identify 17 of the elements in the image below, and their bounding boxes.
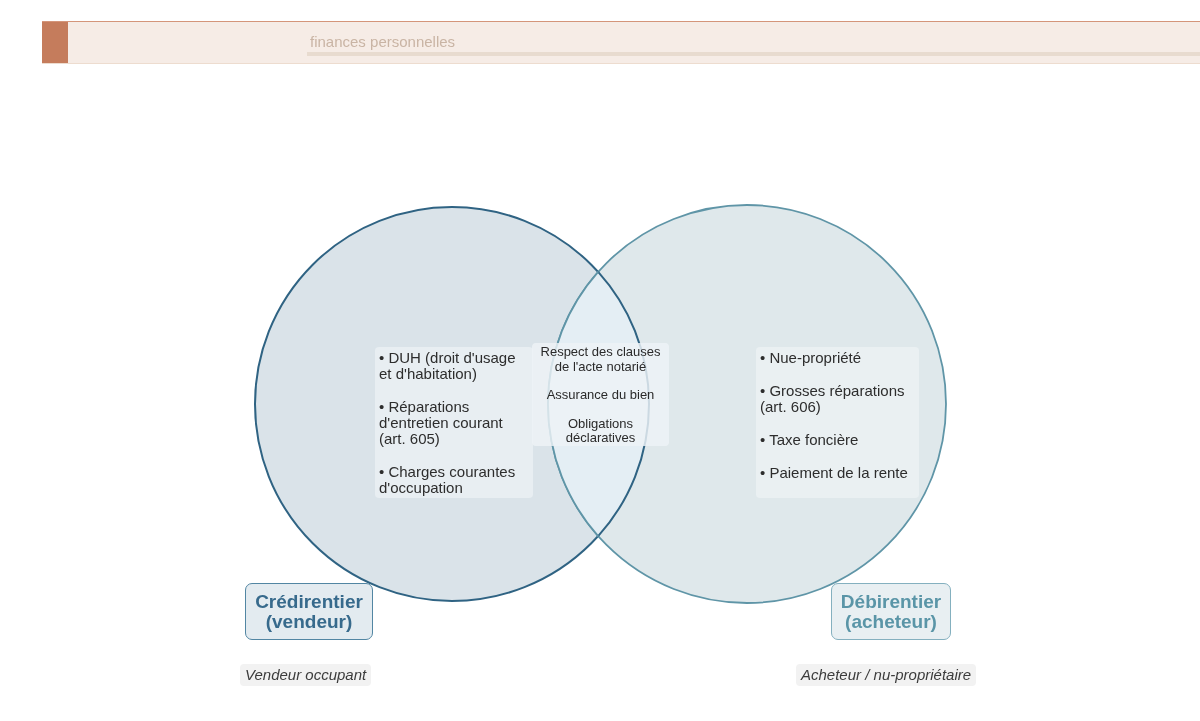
caption-tag: Vendeur occupant: [240, 664, 372, 686]
list-item: Obligations déclaratives: [564, 416, 637, 446]
list-item: Assurance du bien: [545, 388, 656, 403]
bullet-item: • Paiement de la rente: [760, 465, 909, 481]
bullet-item: • Taxe foncière: [760, 432, 860, 448]
bullet-item: • DUH (droit d'usage et d'habitation): [379, 350, 517, 382]
shared-panel: [532, 343, 669, 446]
list-panel: [756, 347, 919, 498]
role-label: Débirentier (acheteur): [831, 583, 951, 640]
list-item: Respect des clauses de l'acte notarié: [539, 345, 662, 374]
role-label: Crédirentier (vendeur): [245, 583, 373, 640]
caption-tag: Acheteur / nu-propriétaire: [796, 664, 977, 686]
bullet-item: • Grosses réparations (art. 606): [760, 383, 906, 415]
tagline: finances personnelles: [310, 33, 456, 50]
bullet-item: • Nue-propriété: [760, 350, 863, 366]
bullet-item: • Charges courantes d'occupation: [379, 464, 517, 496]
bullet-item: • Réparations d'entretien courant (art. 605): [379, 399, 504, 447]
